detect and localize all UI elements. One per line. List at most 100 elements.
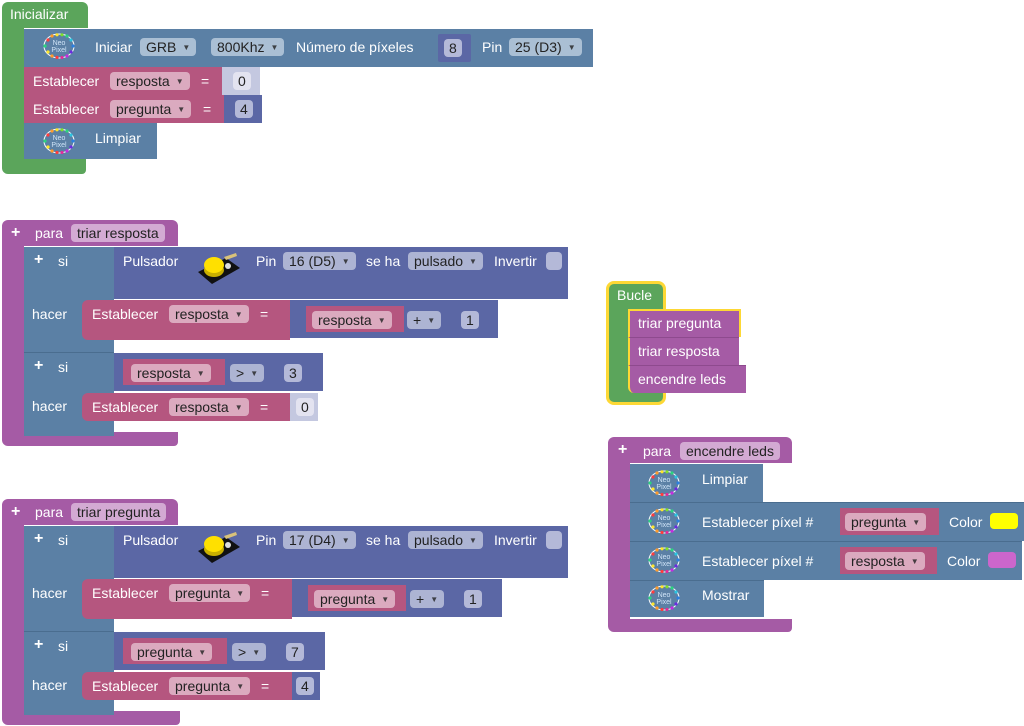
chevron-down-icon: ▼ xyxy=(236,589,245,599)
chevron-down-icon: ▼ xyxy=(341,257,350,267)
value-input[interactable]: 0 xyxy=(233,72,251,90)
chevron-down-icon: ▼ xyxy=(430,595,439,605)
equals-label: = xyxy=(203,101,212,117)
si-label: si xyxy=(58,638,69,654)
sensor-label: Pulsador xyxy=(123,253,179,269)
num-pixels-label: Número de píxeles xyxy=(296,39,414,55)
call-encendre-leds[interactable] xyxy=(628,365,746,393)
color-order-value: GRB xyxy=(146,39,177,55)
si-label: si xyxy=(58,532,69,548)
operator-dropdown[interactable]: +▼ xyxy=(407,311,442,329)
chevron-down-icon: ▼ xyxy=(567,43,576,53)
chevron-down-icon: ▼ xyxy=(270,43,279,53)
var-value: resposta xyxy=(851,553,905,569)
color-swatch-yellow[interactable] xyxy=(990,513,1018,529)
var-value: resposta xyxy=(116,73,170,89)
num-pixels-input[interactable]: 8 xyxy=(444,39,462,57)
pin-dropdown[interactable]: 25 (D3) ▼ xyxy=(509,38,582,56)
pixel-var-dropdown[interactable]: pregunta▼ xyxy=(845,513,927,531)
call-triar-resposta[interactable] xyxy=(628,337,739,365)
value-input[interactable]: 0 xyxy=(296,398,314,416)
invert-checkbox[interactable] xyxy=(546,252,562,270)
var-value: resposta xyxy=(318,312,372,328)
color-swatch-magenta[interactable] xyxy=(988,552,1016,568)
operator-value: > xyxy=(238,644,247,660)
neopixel-icon xyxy=(648,508,680,534)
chevron-down-icon: ▼ xyxy=(182,43,191,53)
neopixel-icon xyxy=(43,33,75,59)
operator-dropdown[interactable]: +▼ xyxy=(410,590,445,608)
sensor-label: Pulsador xyxy=(123,532,179,548)
plus-icon[interactable]: + xyxy=(11,503,21,520)
operand-var-dropdown[interactable]: resposta ▼ xyxy=(312,311,392,329)
para-label: para xyxy=(643,443,672,459)
operator-value: + xyxy=(413,312,422,328)
operand-var-dropdown[interactable]: pregunta▼ xyxy=(314,590,396,608)
plus-icon[interactable]: + xyxy=(34,357,44,374)
invert-label: Invertir xyxy=(494,532,537,548)
plus-icon[interactable]: + xyxy=(618,441,628,458)
state-value: pulsado xyxy=(414,532,464,548)
plus-icon[interactable]: + xyxy=(34,251,44,268)
chevron-down-icon: ▼ xyxy=(427,316,436,326)
cmp-var-dropdown[interactable]: pregunta▼ xyxy=(131,643,213,661)
init-block[interactable] xyxy=(2,2,88,28)
var-dropdown-resposta[interactable]: resposta▼ xyxy=(110,72,190,90)
plus-icon[interactable]: + xyxy=(34,636,44,653)
procedure-name-input[interactable]: encendre leds xyxy=(680,442,780,460)
var-dropdown[interactable]: resposta▼ xyxy=(169,398,249,416)
cmp-op-dropdown[interactable]: >▼ xyxy=(232,643,267,661)
loop-title: Bucle xyxy=(617,287,653,303)
value-input[interactable]: 4 xyxy=(296,677,314,695)
neopixel-icon xyxy=(648,585,680,611)
chevron-down-icon: ▼ xyxy=(234,310,243,320)
invert-checkbox[interactable] xyxy=(546,531,562,549)
call-label: encendre leds xyxy=(638,371,726,387)
procedure-name-input[interactable]: triar pregunta xyxy=(71,503,167,521)
state-value: pulsado xyxy=(414,253,464,269)
call-triar-pregunta[interactable] xyxy=(628,309,741,337)
seha-label: se ha xyxy=(366,253,401,269)
equals-label: = xyxy=(261,585,270,601)
cmp-op-dropdown[interactable]: >▼ xyxy=(230,364,265,382)
chevron-down-icon: ▼ xyxy=(381,595,390,605)
chevron-down-icon: ▼ xyxy=(377,316,386,326)
set-pixel-block-1[interactable] xyxy=(630,502,1024,541)
si-label: si xyxy=(58,359,69,375)
frequency-value: 800Khz xyxy=(217,39,265,55)
var-value: pregunta xyxy=(116,101,172,117)
var-dropdown-pregunta[interactable]: pregunta▼ xyxy=(110,100,192,118)
set-pixel-label: Establecer píxel # xyxy=(702,514,814,530)
procedure-name-input[interactable]: triar resposta xyxy=(71,224,165,242)
plus-icon[interactable]: + xyxy=(11,224,21,241)
neopixel-init-block[interactable] xyxy=(24,29,593,67)
init-block-foot xyxy=(2,158,86,174)
color-label: Color xyxy=(947,553,981,569)
pin-dropdown[interactable]: 16 (D5)▼ xyxy=(283,252,356,270)
color-order-dropdown[interactable]: GRB ▼ xyxy=(140,38,197,56)
cmp-var-dropdown[interactable]: resposta▼ xyxy=(131,364,211,382)
chevron-down-icon: ▼ xyxy=(252,648,261,658)
pin-dropdown[interactable]: 17 (D4)▼ xyxy=(283,531,356,549)
operand-num-input[interactable]: 1 xyxy=(464,590,482,608)
hacer-label: hacer xyxy=(32,677,68,693)
invert-label: Invertir xyxy=(494,253,537,269)
var-dropdown[interactable]: pregunta▼ xyxy=(169,584,251,602)
set-pixel-block-2[interactable] xyxy=(630,541,1022,580)
procedure-arm xyxy=(608,463,630,623)
value-input[interactable]: 4 xyxy=(235,100,253,118)
pin-value: 25 (D3) xyxy=(515,39,562,55)
pin-value: 17 (D4) xyxy=(289,532,336,548)
state-dropdown[interactable]: pulsado▼ xyxy=(408,252,483,270)
cmp-num-input[interactable]: 3 xyxy=(284,364,302,382)
operand-num-input[interactable]: 1 xyxy=(461,311,479,329)
cmp-num-input[interactable]: 7 xyxy=(286,643,304,661)
var-dropdown[interactable]: resposta▼ xyxy=(169,305,249,323)
plus-icon[interactable]: + xyxy=(34,530,44,547)
frequency-dropdown[interactable]: 800Khz ▼ xyxy=(211,38,285,56)
chevron-down-icon: ▼ xyxy=(912,518,921,528)
pixel-var-dropdown[interactable]: resposta▼ xyxy=(845,552,925,570)
var-dropdown[interactable]: pregunta▼ xyxy=(169,677,251,695)
state-dropdown[interactable]: pulsado▼ xyxy=(408,531,483,549)
pin-label: Pin xyxy=(256,532,277,548)
